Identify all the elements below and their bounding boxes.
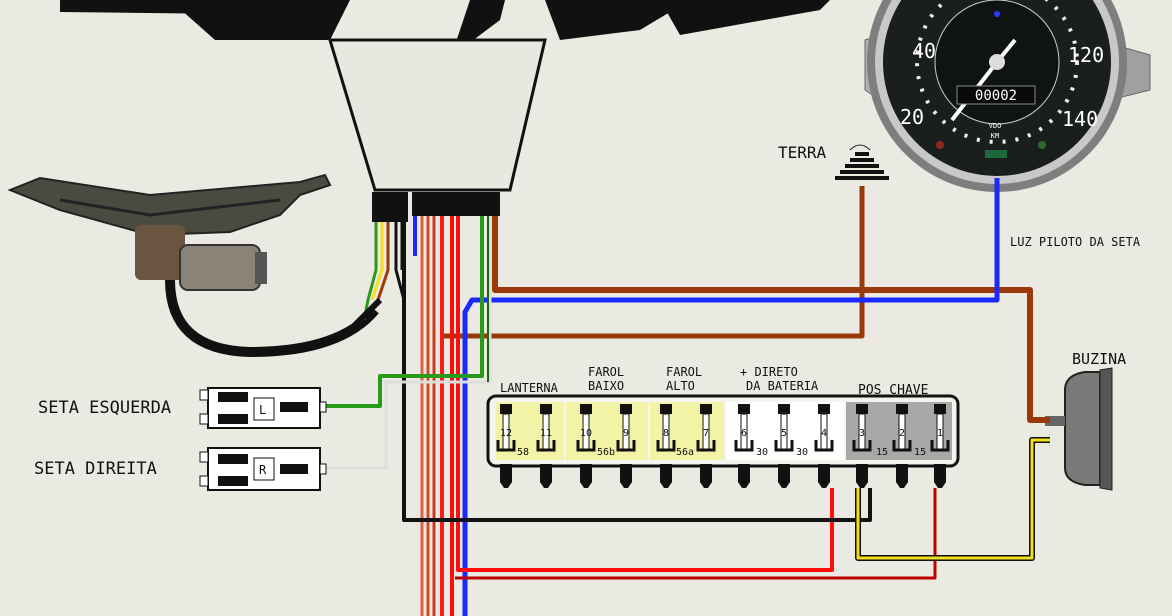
fuse-number-11: 11 [540, 428, 552, 439]
fuse-number-7: 7 [703, 428, 709, 439]
fuse-number-2: 2 [899, 428, 905, 439]
label-direto-1: + DIRETO [740, 365, 798, 379]
label-seta-esquerda: SETA ESQUERDA [38, 398, 171, 418]
odometer-reading: 00002 [975, 88, 1017, 104]
fuse-number-5: 5 [781, 428, 787, 439]
label-direto-2: DA BATERIA [746, 379, 819, 393]
relay-left: L [199, 387, 327, 429]
speed-number-40: 40 [912, 39, 936, 63]
terminal-58: 58 [517, 447, 529, 458]
fuse-11: 11 [536, 404, 556, 488]
fuse-number-1: 1 [937, 428, 943, 439]
label-farol-baixo-1: FAROL [588, 365, 624, 379]
fuse-6: 6 [734, 404, 754, 488]
brand-label: VDO [989, 122, 1002, 130]
speedometer: 00002 40 20 120 140 VDO KM [864, 0, 1151, 192]
relay-label-r: R [259, 463, 267, 477]
fuse-7: 7 [696, 404, 716, 488]
fuse-12: 12 [496, 404, 516, 488]
relay-label-l: L [259, 403, 266, 417]
label-lanterna: LANTERNA [500, 381, 559, 395]
fuse-number-9: 9 [623, 428, 629, 439]
fuse-number-3: 3 [859, 428, 865, 439]
wiper-motor [7, 173, 379, 358]
fuse-number-6: 6 [741, 428, 747, 439]
unit-label: KM [991, 132, 999, 140]
ground-symbol [835, 144, 889, 180]
terminal-30b: 30 [796, 447, 808, 458]
speed-number-140: 140 [1062, 107, 1098, 131]
label-farol-alto-2: ALTO [666, 379, 695, 393]
column-connector-right [412, 192, 500, 216]
terminal-56a: 56a [676, 447, 694, 458]
label-farol-alto-1: FAROL [666, 365, 702, 379]
horn [1045, 367, 1113, 491]
wires [322, 178, 1050, 616]
fuse-columns: 12 11 10 9 8 7 6 5 4 3 2 1 [496, 404, 950, 488]
fuse-number-8: 8 [663, 428, 669, 439]
fuse-8: 8 [656, 404, 676, 488]
fuse-number-4: 4 [821, 428, 827, 439]
fuse-number-10: 10 [580, 428, 592, 439]
fuse-4: 4 [814, 404, 834, 488]
speed-number-20: 20 [900, 105, 924, 129]
terminal-15a: 15 [876, 447, 888, 458]
fuse-5: 5 [774, 404, 794, 488]
fuse-9: 9 [616, 404, 636, 488]
speed-number-120: 120 [1068, 43, 1104, 67]
terminal-30a: 30 [756, 447, 768, 458]
label-pos-chave: POS CHAVE [858, 383, 928, 398]
steering-wheel [60, 0, 830, 222]
label-terra: TERRA [778, 143, 827, 162]
fuse-1: 1 [930, 404, 950, 488]
label-seta-direita: SETA DIREITA [34, 459, 157, 479]
fuse-10: 10 [576, 404, 596, 488]
fuse-2: 2 [892, 404, 912, 488]
label-luz-piloto: LUZ PILOTO DA SETA [1010, 235, 1141, 249]
terminal-56b: 56b [597, 447, 615, 458]
fuse-3: 3 [852, 404, 872, 488]
terminal-15b: 15 [914, 447, 926, 458]
relay-right: R [199, 447, 327, 491]
fuse-box: 12 11 10 9 8 7 6 5 4 3 2 1 LANTERNA FAROL BAIXO FAR… [486, 365, 960, 488]
label-farol-baixo-2: BAIXO [588, 379, 624, 393]
fuse-number-12: 12 [500, 428, 512, 439]
label-buzina: BUZINA [1072, 350, 1126, 368]
